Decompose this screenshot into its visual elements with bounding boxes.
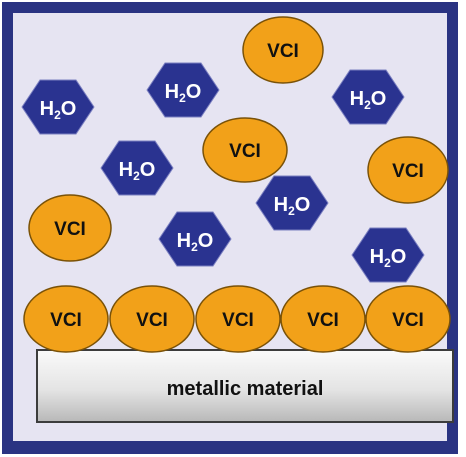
- h2o-label: H2O: [177, 230, 214, 254]
- h2o-label-sub: 2: [288, 204, 295, 218]
- vci-label: VCI: [50, 310, 82, 331]
- h2o-hexagon: [158, 211, 232, 267]
- vci-label: VCI: [222, 310, 254, 331]
- h2o-label-h: H: [119, 159, 133, 181]
- h2o-label: H2O: [350, 88, 387, 112]
- h2o-molecule: H2O: [100, 140, 174, 196]
- vci-molecule-adsorbed: VCI: [280, 285, 366, 353]
- h2o-label-h: H: [177, 230, 191, 252]
- h2o-label-o: O: [198, 230, 214, 252]
- h2o-label-sub: 2: [133, 169, 140, 183]
- h2o-hexagon: [146, 62, 220, 118]
- vci-ellipse: [242, 16, 324, 84]
- vci-molecule: VCI: [28, 194, 112, 262]
- h2o-label-sub: 2: [191, 240, 198, 254]
- h2o-label-sub: 2: [384, 256, 391, 270]
- vci-molecule-adsorbed: VCI: [109, 285, 195, 353]
- metal-slab: metallic material: [36, 349, 454, 423]
- h2o-label: H2O: [119, 159, 156, 183]
- h2o-label-o: O: [371, 88, 387, 110]
- vci-ellipse: [365, 285, 451, 353]
- h2o-hexagon: [21, 79, 95, 135]
- h2o-label: H2O: [165, 81, 202, 105]
- vci-ellipse: [28, 194, 112, 262]
- vci-label: VCI: [307, 310, 339, 331]
- h2o-label-h: H: [350, 88, 364, 110]
- h2o-label: H2O: [274, 194, 311, 218]
- vci-molecule-adsorbed: VCI: [195, 285, 281, 353]
- h2o-label-o: O: [140, 159, 156, 181]
- h2o-label: H2O: [370, 246, 407, 270]
- h2o-hexagon: [100, 140, 174, 196]
- h2o-molecule: H2O: [331, 69, 405, 125]
- h2o-label-sub: 2: [179, 91, 186, 105]
- h2o-hexagon: [331, 69, 405, 125]
- vci-ellipse: [202, 117, 288, 183]
- vci-label: VCI: [392, 161, 424, 182]
- h2o-molecule: H2O: [146, 62, 220, 118]
- h2o-label-h: H: [165, 81, 179, 103]
- vci-molecule-adsorbed: VCI: [365, 285, 451, 353]
- h2o-label-o: O: [391, 246, 407, 268]
- metal-slab-body: [36, 349, 454, 423]
- h2o-molecule: H2O: [21, 79, 95, 135]
- h2o-label-sub: 2: [364, 98, 371, 112]
- vci-ellipse: [280, 285, 366, 353]
- h2o-label-h: H: [370, 246, 384, 268]
- h2o-label-o: O: [61, 98, 77, 120]
- vci-label: VCI: [229, 141, 261, 162]
- vci-molecule-adsorbed: VCI: [23, 285, 109, 353]
- h2o-hexagon: [351, 227, 425, 283]
- h2o-label-sub: 2: [54, 108, 61, 122]
- vci-label: VCI: [136, 310, 168, 331]
- h2o-molecule: H2O: [158, 211, 232, 267]
- h2o-molecule: H2O: [255, 175, 329, 231]
- vci-label: VCI: [267, 41, 299, 62]
- vci-label: VCI: [392, 310, 424, 331]
- vci-molecule: VCI: [202, 117, 288, 183]
- vci-molecule: VCI: [367, 136, 449, 204]
- vci-ellipse: [109, 285, 195, 353]
- vci-ellipse: [195, 285, 281, 353]
- vci-label: VCI: [54, 219, 86, 240]
- vci-ellipse: [367, 136, 449, 204]
- h2o-label-h: H: [40, 98, 54, 120]
- vci-molecule: VCI: [242, 16, 324, 84]
- h2o-label: H2O: [40, 98, 77, 122]
- metal-slab-label: metallic material: [167, 378, 324, 400]
- h2o-label-o: O: [295, 194, 311, 216]
- h2o-hexagon: [255, 175, 329, 231]
- vci-ellipse: [23, 285, 109, 353]
- h2o-label-o: O: [186, 81, 202, 103]
- h2o-label-h: H: [274, 194, 288, 216]
- h2o-molecule: H2O: [351, 227, 425, 283]
